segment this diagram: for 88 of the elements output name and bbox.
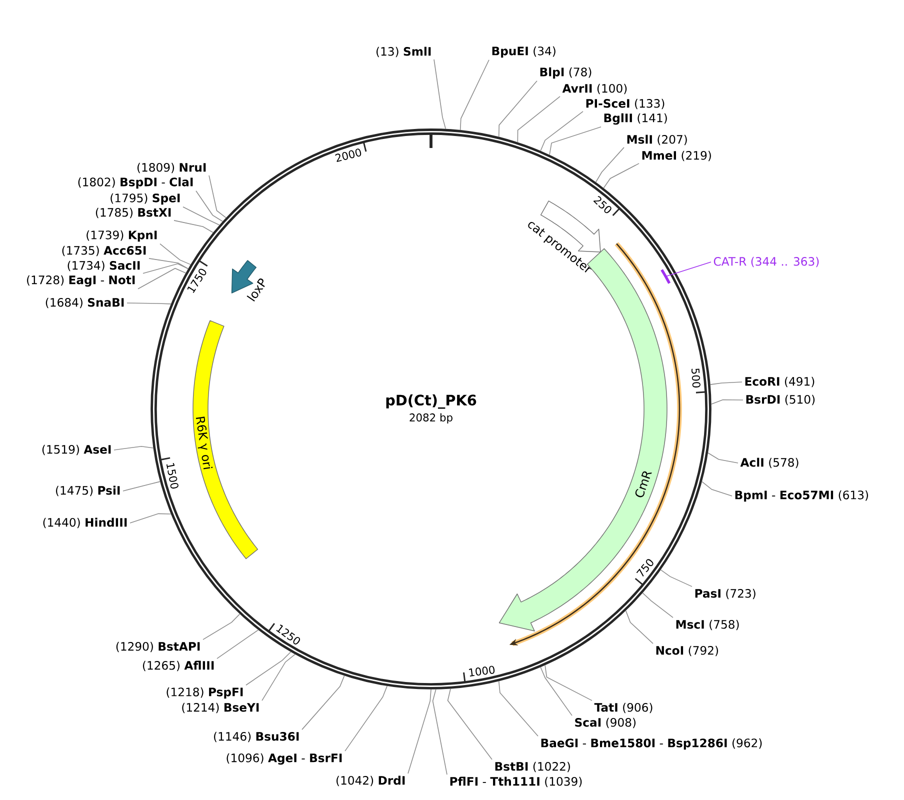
leader-line xyxy=(666,262,712,277)
tick-label: 2000 xyxy=(335,148,362,162)
site-label: BpuEI (34) xyxy=(492,46,556,58)
site-label: (1042) DrdI xyxy=(336,776,405,786)
site-label: TatI (906) xyxy=(594,702,652,714)
site-label: MmeI (219) xyxy=(642,150,711,162)
leader-line xyxy=(114,446,154,450)
site-label: (1096) AgeI - BsrFI xyxy=(226,753,342,765)
site-label: (1739) KpnI xyxy=(86,230,157,242)
site-label: (1785) BstXI xyxy=(96,208,171,218)
site-label: (1809) NruI xyxy=(137,162,206,174)
site-label: BstBI (1022) xyxy=(495,762,570,772)
site-label: MslI (207) xyxy=(627,134,687,146)
leader-line xyxy=(216,630,259,659)
leader-line xyxy=(126,302,172,304)
primer-mark xyxy=(660,269,671,284)
leader-line xyxy=(544,664,592,701)
leader-line xyxy=(642,592,674,618)
site-label: (1684) SnaBI xyxy=(46,298,124,308)
leader-line xyxy=(460,59,490,130)
site-label: BsrDI (510) xyxy=(746,394,815,406)
leader-line xyxy=(208,175,226,218)
site-label: PI-SceI (133) xyxy=(586,98,664,110)
leader-line xyxy=(711,399,744,404)
leader-line xyxy=(660,569,692,587)
leader-line xyxy=(122,481,161,492)
site-label: AclI (578) xyxy=(740,458,798,468)
leader-line xyxy=(344,686,388,752)
site-label: (1735) Acc65I xyxy=(62,246,146,256)
leader-line xyxy=(142,263,189,274)
site-label: PflFI - Tth111I (1039) xyxy=(450,776,582,788)
primer-label: CAT-R (344 .. 363) xyxy=(714,256,819,268)
site-label: (1146) Bsu36I xyxy=(214,732,299,742)
site-label: (1265) AflIII xyxy=(142,660,214,672)
leader-line xyxy=(408,689,432,774)
leader-line xyxy=(701,481,732,496)
site-label: NcoI (792) xyxy=(656,646,718,656)
site-label: EcoRI (491) xyxy=(745,376,814,388)
leader-line xyxy=(302,675,345,730)
site-label: (1440) HindIII xyxy=(43,518,127,528)
site-label: (1728) EagI - NotI xyxy=(27,275,135,287)
leader-line xyxy=(434,59,446,130)
leader-line xyxy=(603,163,640,188)
site-label: BlpI (78) xyxy=(540,67,592,79)
site-label: AvrII (100) xyxy=(562,84,627,94)
site-label: (1734) SacII xyxy=(68,260,140,272)
leader-line xyxy=(540,666,572,716)
leader-line xyxy=(498,680,538,736)
leader-line xyxy=(708,452,738,464)
tick-label: 750 xyxy=(636,559,654,577)
site-label: (1519) AseI xyxy=(42,444,111,456)
site-label: (1290) BstAPI xyxy=(116,642,200,652)
tick-label: 1000 xyxy=(468,666,495,676)
leader-line xyxy=(549,126,602,156)
leader-line xyxy=(625,610,654,644)
leader-line xyxy=(182,206,220,226)
leader-line xyxy=(160,243,192,265)
leader-line xyxy=(432,688,448,775)
tick-label: 250 xyxy=(593,196,612,214)
leader-line xyxy=(595,147,624,183)
leader-line xyxy=(262,654,296,701)
tick-label: 500 xyxy=(691,368,700,388)
site-label: MscI (758) xyxy=(676,620,739,630)
leader-line xyxy=(148,258,189,270)
site-label: BglII (141) xyxy=(604,113,667,125)
site-label: (1802) BspDI - ClaI xyxy=(78,177,193,189)
leader-line xyxy=(196,190,224,222)
leader-line xyxy=(498,80,538,138)
tick-label: 1500 xyxy=(166,462,178,489)
leader-line xyxy=(130,513,172,524)
site-label: (1795) SpeI xyxy=(110,193,180,205)
origin-band: R6K γ ori xyxy=(192,320,258,560)
leader-line xyxy=(202,614,240,640)
leader-line xyxy=(710,382,742,385)
leader-line xyxy=(138,268,186,290)
leader-line xyxy=(540,111,584,152)
leader-line xyxy=(174,220,214,233)
site-label: BaeGI - Bme1580I - Bsp1286I (962) xyxy=(541,738,762,750)
site-label: BpmI - Eco57MI (613) xyxy=(735,490,868,502)
site-label: (13) SmlI xyxy=(376,46,431,58)
site-label: (1475) PsiI xyxy=(56,486,120,496)
site-label: ScaI (908) xyxy=(575,718,636,728)
leader-line xyxy=(447,688,492,760)
site-label: PasI (723) xyxy=(695,588,756,600)
leader-line xyxy=(246,651,292,686)
site-label: (1218) PspFI xyxy=(166,687,243,699)
site-label: (1214) BseYI xyxy=(182,702,259,714)
leader-line xyxy=(517,96,560,143)
